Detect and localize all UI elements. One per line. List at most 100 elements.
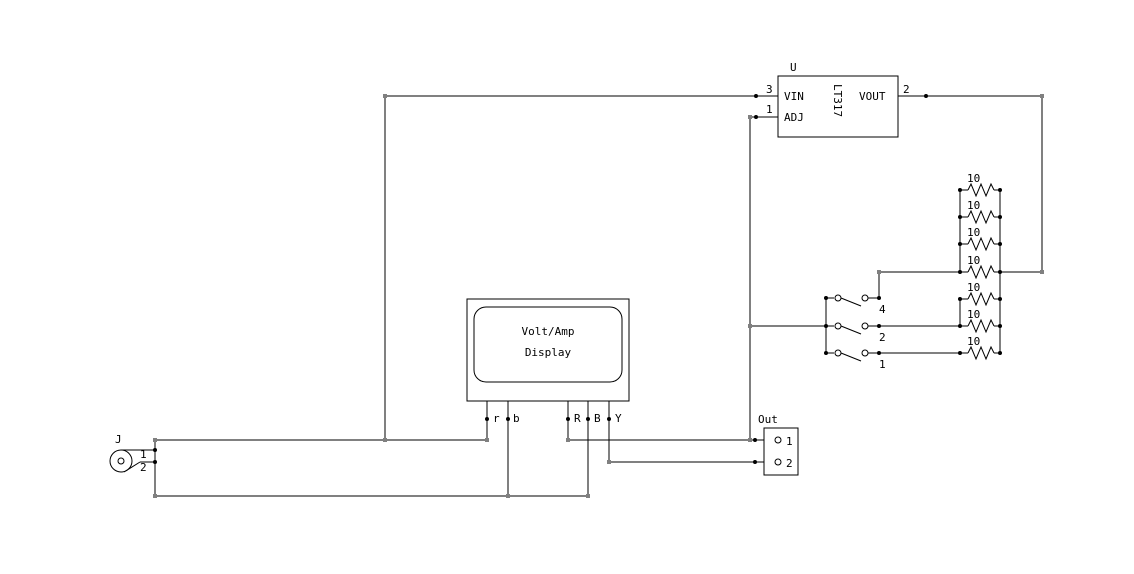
resistor-value: 10	[967, 281, 980, 294]
resistor: 10	[960, 335, 1000, 361]
junction	[153, 438, 157, 442]
display-line2: Display	[525, 346, 572, 359]
jack-pin2-label: 2	[140, 461, 147, 474]
pin-dot	[566, 417, 570, 421]
display-pin-label: Y	[615, 412, 622, 425]
jack-ref: J	[115, 433, 122, 446]
switch-lever	[840, 325, 862, 335]
switch-contact	[834, 294, 842, 302]
junction	[485, 438, 489, 442]
pin-dot	[958, 351, 962, 355]
regulator-body	[777, 75, 899, 138]
pin-dot	[877, 296, 881, 300]
resistor: 10	[960, 281, 1000, 307]
junction	[586, 494, 590, 498]
jack-pin1-label: 1	[140, 448, 147, 461]
display-module: Volt/Amp Display r b R B Y	[466, 298, 630, 425]
resistor-zigzag	[967, 236, 995, 252]
switch-contact	[861, 294, 869, 302]
pin-dot	[824, 324, 828, 328]
resistor-value: 10	[967, 254, 980, 267]
display-screen	[473, 306, 623, 383]
switch-contact	[861, 349, 869, 357]
regulator-pin-adj-label: ADJ	[784, 111, 804, 124]
regulator-pin-vin-num: 3	[766, 83, 773, 96]
junction	[748, 438, 752, 442]
display-pin-label: b	[513, 412, 520, 425]
regulator: U 3 VIN 1 ADJ VOUT 2 LT317	[766, 61, 910, 138]
pin-dot	[958, 297, 962, 301]
pin-dot	[958, 188, 962, 192]
junction	[1040, 94, 1044, 98]
out-ref: Out	[758, 413, 778, 426]
pin-dot	[958, 242, 962, 246]
pin-dot	[753, 438, 757, 442]
jack-inner	[117, 457, 125, 465]
junction	[748, 115, 752, 119]
pin-dot	[958, 270, 962, 274]
out-body	[763, 427, 799, 476]
pin-dot	[824, 296, 828, 300]
out-pin2-label: 2	[786, 457, 793, 470]
switch: 4	[834, 294, 886, 316]
pin-dot	[998, 215, 1002, 219]
regulator-ref: U	[790, 61, 797, 74]
wires	[140, 95, 1043, 497]
regulator-pin-vin-label: VIN	[784, 90, 804, 103]
switch: 1	[834, 349, 886, 371]
resistor: 10	[960, 172, 1000, 198]
pin-dot	[153, 460, 157, 464]
junction	[383, 94, 387, 98]
regulator-pin-adj-num: 1	[766, 103, 773, 116]
pin-dot	[506, 417, 510, 421]
regulator-part: LT317	[831, 84, 844, 117]
pin-dot	[877, 351, 881, 355]
resistor-zigzag	[967, 291, 995, 307]
pin-dot	[754, 115, 758, 119]
resistor: 10	[960, 199, 1000, 225]
pin-dot	[754, 94, 758, 98]
pin-dots	[153, 94, 1002, 464]
junction	[877, 270, 881, 274]
resistor-value: 10	[967, 226, 980, 239]
pin-dot	[998, 188, 1002, 192]
display-pin-label: R	[574, 412, 581, 425]
junction	[1040, 270, 1044, 274]
pin-dot	[586, 417, 590, 421]
switch-contact	[834, 349, 842, 357]
resistor-value: 10	[967, 172, 980, 185]
switch-label: 4	[879, 303, 886, 316]
pin-dot	[998, 270, 1002, 274]
switch-contact	[861, 322, 869, 330]
pin-dot	[485, 417, 489, 421]
junction	[506, 494, 510, 498]
switch-lever	[840, 352, 862, 362]
pin-dot	[958, 215, 962, 219]
junctions	[153, 94, 1044, 498]
resistor-zigzag	[967, 345, 995, 361]
pin-dot	[607, 417, 611, 421]
switch-contact	[834, 322, 842, 330]
regulator-pin-vout-num: 2	[903, 83, 910, 96]
input-jack: J 1 2	[109, 433, 147, 474]
switch-lever	[840, 297, 862, 307]
switch-label: 1	[879, 358, 886, 371]
junction	[566, 438, 570, 442]
pin-dot	[998, 324, 1002, 328]
resistor-zigzag	[967, 209, 995, 225]
junction	[383, 438, 387, 442]
output-connector: Out 1 2	[758, 413, 799, 476]
out-pin1	[774, 436, 782, 444]
resistor: 10	[960, 308, 1000, 334]
pin-dot	[998, 242, 1002, 246]
regulator-pin-vout-label: VOUT	[859, 90, 886, 103]
resistor-value: 10	[967, 308, 980, 321]
pin-dot	[958, 324, 962, 328]
junction	[748, 324, 752, 328]
junction	[153, 494, 157, 498]
display-pin-label: r	[493, 412, 500, 425]
resistor-zigzag	[967, 318, 995, 334]
pin-dot	[753, 460, 757, 464]
pin-dot	[998, 297, 1002, 301]
